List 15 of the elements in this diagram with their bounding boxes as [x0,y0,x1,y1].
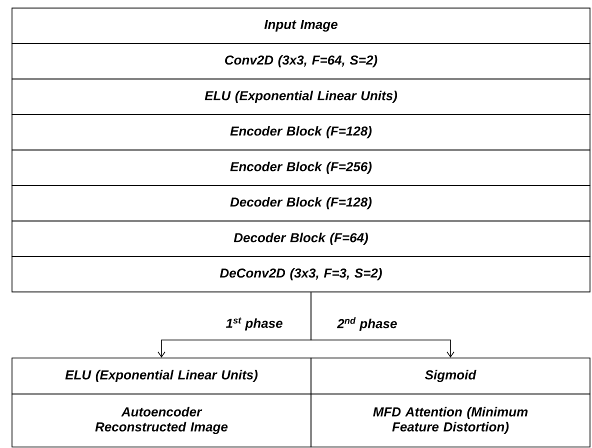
layer-row: Encoder Block (F=256) [12,150,590,186]
output-cell: ELU (Exponential Linear Units) [12,358,312,394]
edge-label: 1$^{st}$ phase [224,316,284,332]
output-cell: Sigmoid [310,358,590,394]
output-cell: Autoencoder Reconstructed Image [12,394,312,448]
arrow [310,292,454,358]
layer-row: ELU (Exponential Linear Units) [12,78,590,115]
layer-row: Input Image [12,8,590,44]
layer-row: Encoder Block (F=128) [12,114,590,150]
layer-row: DeConv2D (3x3, F=3, S=2) [12,256,590,292]
layer-row: Decoder Block (F=128) [12,185,590,222]
edge-label: 2$^{nd}$ phase [336,316,398,332]
layer-row: Decoder Block (F=64) [12,220,590,257]
output-cell: MFD Attention (Minimum Feature Distortion) [310,394,590,448]
layer-row: Conv2D (3x3, F=64, S=2) [12,43,590,80]
